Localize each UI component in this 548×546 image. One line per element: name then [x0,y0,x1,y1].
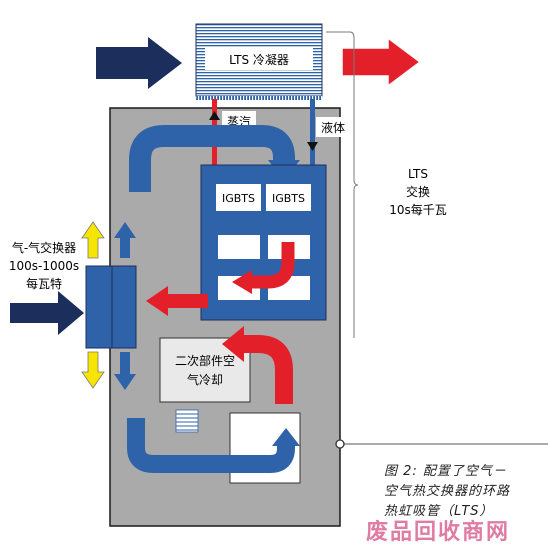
lts-bracket [326,31,359,338]
red-outflow-arrow [341,36,422,88]
hot-air-arrow-igbt [250,242,295,289]
figure-caption: 图 2: 配置了空气－ 空气热交换器的环路 热虹吸管（LTS） [384,462,546,522]
hot-air-arrow-return [240,335,293,404]
vapor-pipe-arrowhead [209,111,220,120]
top-airflow-arrow [129,125,295,192]
hx-label-line2: 100s-1000s [9,259,79,273]
navy-inflow-arrow [96,37,182,89]
vent-grille [175,409,199,433]
condenser-label: LTS 冷凝器 [229,52,289,67]
igbt-label-left: IGBTS [222,192,255,205]
callout-dot [335,439,345,449]
lts-info-line3: 10s每千瓦 [389,202,447,217]
secondary-label-line1: 二次部件空 [175,353,235,368]
liquid-pipe-arrowhead [307,142,318,151]
navy-air-inlet-arrow [10,291,84,335]
hot-air-arrowhead-return [222,326,244,362]
lts-info-line1: LTS [408,167,428,181]
liquid-label: 液体 [321,120,345,135]
watermark: 废品回收商网 [366,520,511,545]
caption-line1: 图 2: 配置了空气－ [384,464,507,479]
caption-line3: 热虹吸管（LTS） [384,504,494,519]
hot-air-arrowhead-igbt [232,270,252,294]
igbt-module [218,235,260,259]
igbt-label-right: IGBTS [272,192,305,205]
caption-line2: 空气热交换器的环路 [384,484,511,499]
secondary-label-line2: 气冷却 [187,372,223,387]
blue-up-arrow [114,222,136,258]
condenser: LTS 冷凝器 [195,23,323,100]
hx-label-line1: 气-气交换器 [12,240,76,255]
blue-down-arrow [114,352,136,390]
liquid-pipe [310,99,315,165]
hx-label-line3: 每瓦特 [26,276,62,291]
yellow-up-arrow [81,221,105,259]
bottom-airflow-arrowhead [272,428,300,446]
bottom-airflow-arrow [127,418,295,473]
hot-air-arrow-left [146,286,168,316]
yellow-down-arrow [81,351,105,389]
lts-info-line2: 交换 [406,184,430,199]
air-heat-exchanger [85,265,137,349]
